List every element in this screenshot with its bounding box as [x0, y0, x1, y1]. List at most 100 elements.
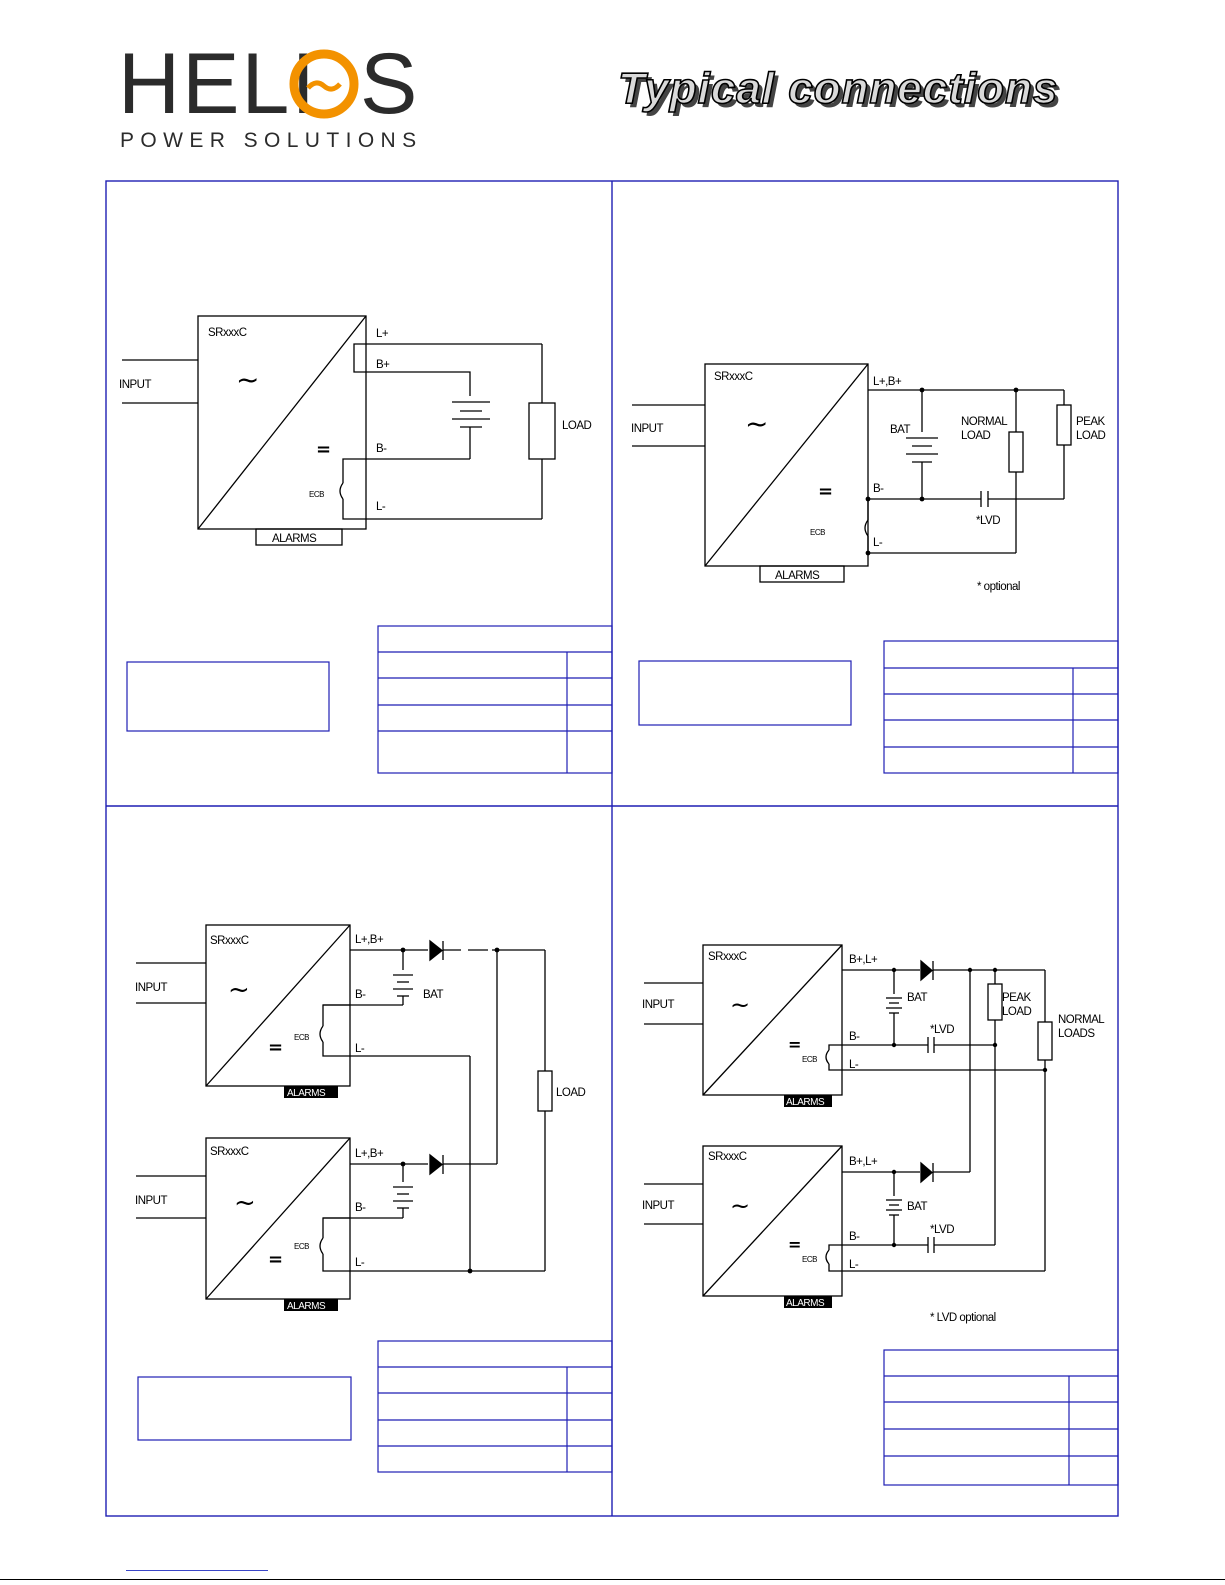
- module-label: SRxxxC: [714, 371, 753, 383]
- terminal-lminus: L-: [873, 537, 883, 549]
- terminal-lminus-bottom: L-: [849, 1259, 859, 1271]
- terminal-lplus-bplus-top: L+,B+: [355, 934, 384, 946]
- terminal-bplus: B+: [376, 359, 390, 371]
- terminal-lminus: L-: [376, 501, 386, 513]
- bat-label-bottom: BAT: [907, 1201, 927, 1213]
- rectifier-module-bottom: [702, 1145, 843, 1297]
- alarms-label-top: ALARMS: [287, 1088, 326, 1099]
- label-second-line: LOAD: [1002, 1006, 1032, 1018]
- brand-name-right: S: [360, 40, 417, 132]
- ecb-label-bottom: ECB: [802, 1255, 817, 1264]
- ac-symbol-icon: ~: [236, 363, 259, 396]
- terminal-lminus-top: L-: [355, 1043, 365, 1055]
- bat-label: BAT: [890, 424, 910, 436]
- alarms-label-top-box: ALARMS: [284, 1086, 338, 1099]
- alarms-label: ALARMS: [775, 570, 820, 582]
- terminal-bminus-bottom: B-: [849, 1231, 860, 1243]
- bat-label-top: BAT: [907, 992, 927, 1004]
- terminal-bminus-bottom: B-: [355, 1202, 366, 1214]
- dc-symbol-icon: =: [268, 1037, 283, 1058]
- lvd-optional-note: * LVD optional: [930, 1312, 996, 1324]
- input-label-top: INPUT: [135, 982, 167, 994]
- alarms-label-bottom-box: ALARMS: [784, 1296, 832, 1309]
- terminal-lplus: L+: [376, 328, 389, 340]
- dc-symbol-icon: =: [818, 481, 833, 502]
- diagram-panel-1: [122, 315, 613, 774]
- input-label-top: INPUT: [642, 999, 674, 1011]
- ac-symbol-icon: ~: [234, 1188, 256, 1218]
- bat-label: BAT: [423, 989, 443, 1001]
- panel-4-labels: SRxxxC INPUT ECB B+,L+ B- L- BAT *LVD PE…: [642, 951, 1106, 1324]
- terminal-lplus-bplus-bottom: L+,B+: [355, 1148, 384, 1160]
- ecb-label: ECB: [810, 528, 825, 537]
- dc-symbol-icon: =: [788, 1035, 801, 1054]
- page-title: Typical connections: [617, 63, 1059, 114]
- ecb-label-bottom: ECB: [294, 1242, 309, 1251]
- terminal-lminus-bottom: L-: [355, 1257, 365, 1269]
- lvd-label-bottom: *LVD: [930, 1224, 954, 1236]
- alarms-label: ALARMS: [272, 533, 317, 545]
- peak-load-resistor: [1056, 404, 1072, 446]
- dc-symbol-icon: =: [268, 1249, 283, 1270]
- label-second-line: LOAD: [1076, 430, 1106, 442]
- alarms-box: [255, 528, 343, 546]
- alarms-label-top-box: ALARMS: [784, 1095, 832, 1108]
- alarms-label-bottom: ALARMS: [287, 1301, 326, 1312]
- footer-rule: [0, 1579, 1225, 1580]
- brand-o-icon: [289, 49, 359, 119]
- optional-note: * optional: [977, 581, 1020, 593]
- ac-symbol-icon: ~: [730, 1192, 750, 1220]
- lvd-label-top: *LVD: [930, 1024, 954, 1036]
- input-label: INPUT: [119, 379, 151, 391]
- rectifier-module-top: [702, 944, 843, 1096]
- label-second-line: LOADS: [1058, 1028, 1095, 1040]
- ac-symbol-icon: ~: [745, 407, 768, 440]
- load-resistor: [528, 402, 556, 460]
- footer-link-underline: [126, 1570, 268, 1571]
- alarms-label-top: ALARMS: [786, 1097, 825, 1108]
- load-label: LOAD: [562, 420, 592, 432]
- terminal-bplus-lplus-bottom: B+,L+: [849, 1156, 878, 1168]
- alarms-label-bottom: ALARMS: [786, 1298, 825, 1309]
- lvd-label: *LVD: [976, 515, 1000, 527]
- normal-loads-resistor: [1037, 1021, 1053, 1061]
- module-label-top: SRxxxC: [708, 951, 747, 963]
- ecb-label-top: ECB: [294, 1033, 309, 1042]
- terminal-lplus-bplus: L+,B+: [873, 376, 902, 388]
- input-label-bottom: INPUT: [642, 1200, 674, 1212]
- diagram-panel-3: [136, 924, 613, 1473]
- normal-load-resistor: [1008, 431, 1024, 473]
- peak-load-resistor: [987, 983, 1003, 1021]
- terminal-bminus: B-: [873, 483, 884, 495]
- load-resistor: [537, 1070, 553, 1112]
- terminal-bminus-top: B-: [355, 989, 366, 1001]
- ac-symbol-icon: ~: [228, 975, 250, 1005]
- panel-1-labels: SRxxxC INPUT ALARMS ECB L+ B+ B- L- LOAD…: [119, 327, 592, 545]
- terminal-bminus-top: B-: [849, 1031, 860, 1043]
- alarms-box: [759, 565, 845, 583]
- terminal-bminus: B-: [376, 443, 387, 455]
- label-second-line: LOAD: [961, 430, 991, 442]
- brand-tagline: POWER SOLUTIONS: [120, 129, 423, 152]
- diagram-panel-2: [632, 363, 1119, 774]
- load-label: LOAD: [556, 1087, 586, 1099]
- panel-2-labels: SRxxxC INPUT ALARMS ECB L+,B+ B- L- BAT …: [631, 371, 1106, 593]
- input-label-bottom: INPUT: [135, 1195, 167, 1207]
- terminal-lminus-top: L-: [849, 1059, 859, 1071]
- dc-symbol-icon: =: [316, 439, 331, 460]
- module-label-bottom: SRxxxC: [708, 1151, 747, 1163]
- module-label-bottom: SRxxxC: [210, 1146, 249, 1158]
- input-label: INPUT: [631, 423, 663, 435]
- ecb-label: ECB: [309, 490, 324, 499]
- ac-symbol-icon: ~: [730, 991, 750, 1019]
- terminal-bplus-lplus-top: B+,L+: [849, 954, 878, 966]
- frame-grid: [105, 180, 1119, 1517]
- module-label: SRxxxC: [208, 327, 247, 339]
- helios-logo: HELI S POWER SOLUTIONS: [118, 40, 423, 152]
- alarms-label-bottom-box: ALARMS: [284, 1299, 338, 1312]
